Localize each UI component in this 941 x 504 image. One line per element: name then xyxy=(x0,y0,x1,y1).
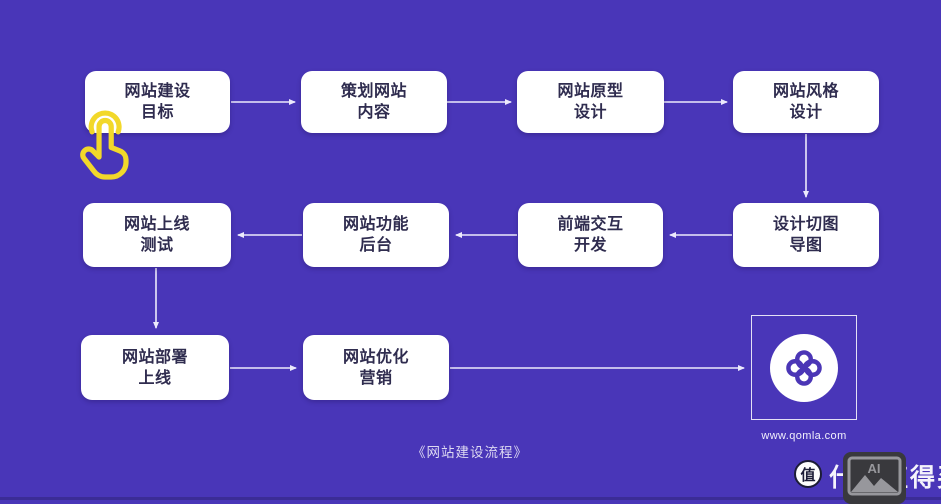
node-label-line: 设计切图 xyxy=(772,216,839,233)
node-label-line: 网站上线 xyxy=(123,216,190,233)
node-label-line: 网站原型 xyxy=(557,83,624,100)
qomla-logo-disc xyxy=(770,333,838,402)
node-label-line: 网站建设 xyxy=(124,83,191,100)
flow-node-prototype: 网站原型 设计 xyxy=(517,71,664,133)
ai-image-placeholder-icon: AI xyxy=(847,456,902,496)
node-label-line: 目标 xyxy=(140,104,174,121)
qomla-logo-frame xyxy=(751,315,857,420)
flow-node-deploy: 网站部署 上线 xyxy=(81,335,229,400)
bottom-edge-shade xyxy=(0,497,941,500)
node-label-line: 网站部署 xyxy=(121,348,188,366)
flow-node-style: 网站风格 设计 xyxy=(733,71,879,133)
flow-node-launch-test: 网站上线 测试 xyxy=(83,203,231,267)
ai-image-badge: AI xyxy=(843,452,906,504)
node-label-line: 内容 xyxy=(357,104,391,121)
node-label-line: 网站优化 xyxy=(342,348,409,366)
smzdm-logo-icon: 值 xyxy=(794,460,822,488)
node-label-line: 前端交互 xyxy=(557,216,624,233)
flow-node-plan: 策划网站 内容 xyxy=(301,71,447,133)
node-label-line: 设计 xyxy=(573,104,607,121)
flow-node-backend: 网站功能 后台 xyxy=(303,203,449,267)
flow-node-goal: 网站建设 目标 xyxy=(85,71,230,133)
qomla-clover-icon xyxy=(786,349,822,386)
node-label-line: 网站风格 xyxy=(772,83,839,100)
node-label-line: 上线 xyxy=(138,369,172,387)
node-label-line: 后台 xyxy=(359,237,393,254)
tap-hand-icon xyxy=(80,110,129,180)
node-label-line: 设计 xyxy=(789,104,823,121)
flow-node-marketing: 网站优化 营销 xyxy=(303,335,449,400)
flow-node-frontend: 前端交互 开发 xyxy=(518,203,663,267)
smzdm-logo-char: 值 xyxy=(800,466,816,484)
diagram-caption: 《网站建设流程》 xyxy=(412,445,528,460)
node-label-line: 导图 xyxy=(789,237,823,254)
flow-node-slicing: 设计切图 导图 xyxy=(733,203,879,267)
node-label-line: 网站功能 xyxy=(342,216,409,233)
node-label-line: 策划网站 xyxy=(340,83,407,100)
node-label-line: 测试 xyxy=(140,237,174,254)
node-label-line: 营销 xyxy=(359,369,393,387)
ai-badge-label: AI xyxy=(868,461,881,476)
qomla-website-url: www.qomla.com xyxy=(761,430,847,442)
node-label-line: 开发 xyxy=(573,237,607,254)
